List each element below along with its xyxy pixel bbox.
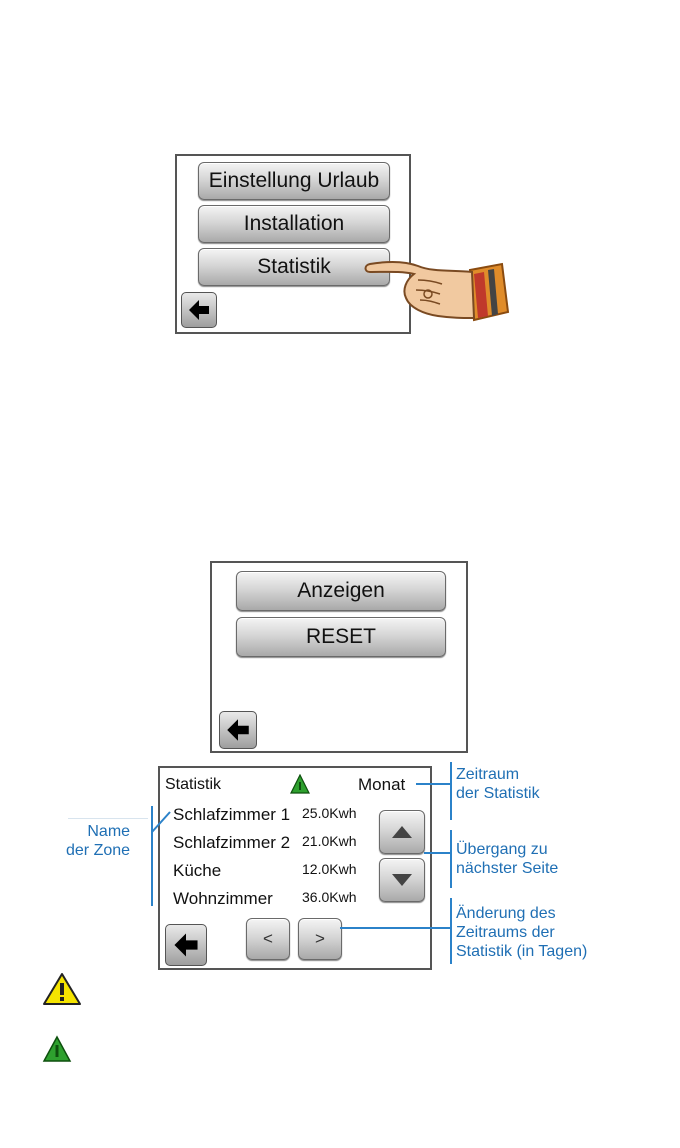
annotation-pointer (416, 783, 450, 785)
zone-name: Küche (173, 861, 222, 880)
period-label[interactable]: Monat (358, 775, 406, 794)
annotation-paging: Übergang zu nächster Seite (456, 840, 558, 878)
annotation-line: der Statistik (456, 785, 540, 802)
back-button[interactable] (219, 711, 257, 749)
arrow-left-icon (174, 933, 198, 957)
annotation-line: der Zone (66, 842, 131, 859)
info-icon (290, 774, 310, 794)
page-down-button[interactable] (379, 858, 425, 902)
annotation-line: Zeitraum (456, 766, 520, 783)
annotation-period: Zeitraum der Statistik (456, 765, 540, 803)
annotation-bracket (450, 830, 452, 888)
menu-item-einstellung-urlaub[interactable]: Einstellung Urlaub (198, 162, 390, 200)
triangle-up-icon (392, 826, 412, 838)
zone-value: 36.0Kwh (302, 889, 357, 905)
period-next-button[interactable]: > (298, 918, 342, 960)
arrow-left-icon (227, 719, 249, 741)
annotation-zone-name: Name der Zone (66, 822, 130, 860)
pointing-hand-icon (364, 261, 510, 322)
period-prev-button[interactable]: < (246, 918, 290, 960)
annotation-bracket (151, 806, 153, 906)
annotation-line: Statistik (in Tagen) (456, 943, 588, 960)
page-up-button[interactable] (379, 810, 425, 854)
zone-value: 12.0Kwh (302, 861, 357, 877)
zone-name: Schlafzimmer 1 (173, 805, 291, 824)
annotation-period-change: Änderung des Zeitraums der Statistik (in… (456, 904, 587, 961)
screen-title: Statistik (165, 776, 222, 793)
annotation-line: Übergang zu (456, 841, 548, 858)
annotation-pointer (151, 811, 171, 833)
annotation-bracket (450, 898, 452, 964)
info-icon (42, 1035, 72, 1062)
back-button[interactable] (165, 924, 207, 966)
statistik-view-screen: Statistik Monat Schlafzimmer 1 25.0Kwh S… (158, 766, 432, 970)
annotation-line: Zeitraums der (456, 924, 555, 941)
annotation-line: Name (87, 823, 131, 840)
annotation-bracket (450, 762, 452, 820)
show-button[interactable]: Anzeigen (236, 571, 446, 611)
menu-item-statistik[interactable]: Statistik (198, 248, 390, 286)
zone-value: 25.0Kwh (302, 805, 357, 821)
reset-button[interactable]: RESET (236, 617, 446, 657)
back-button[interactable] (181, 292, 217, 328)
zone-value: 21.0Kwh (302, 833, 357, 849)
statistik-menu-screen: Anzeigen RESET (210, 561, 468, 753)
menu-screen: Einstellung Urlaub Installation Statisti… (175, 154, 411, 334)
triangle-down-icon (392, 874, 412, 886)
zone-name: Wohnzimmer (173, 889, 273, 908)
annotation-line: Änderung des (456, 905, 556, 922)
annotation-line: nächster Seite (456, 860, 559, 877)
annotation-divider (68, 818, 148, 819)
annotation-pointer (340, 927, 450, 929)
zone-name: Schlafzimmer 2 (173, 833, 291, 852)
annotation-pointer (424, 852, 450, 854)
menu-item-installation[interactable]: Installation (198, 205, 390, 243)
warning-icon (43, 973, 81, 1005)
arrow-left-icon (189, 300, 209, 320)
